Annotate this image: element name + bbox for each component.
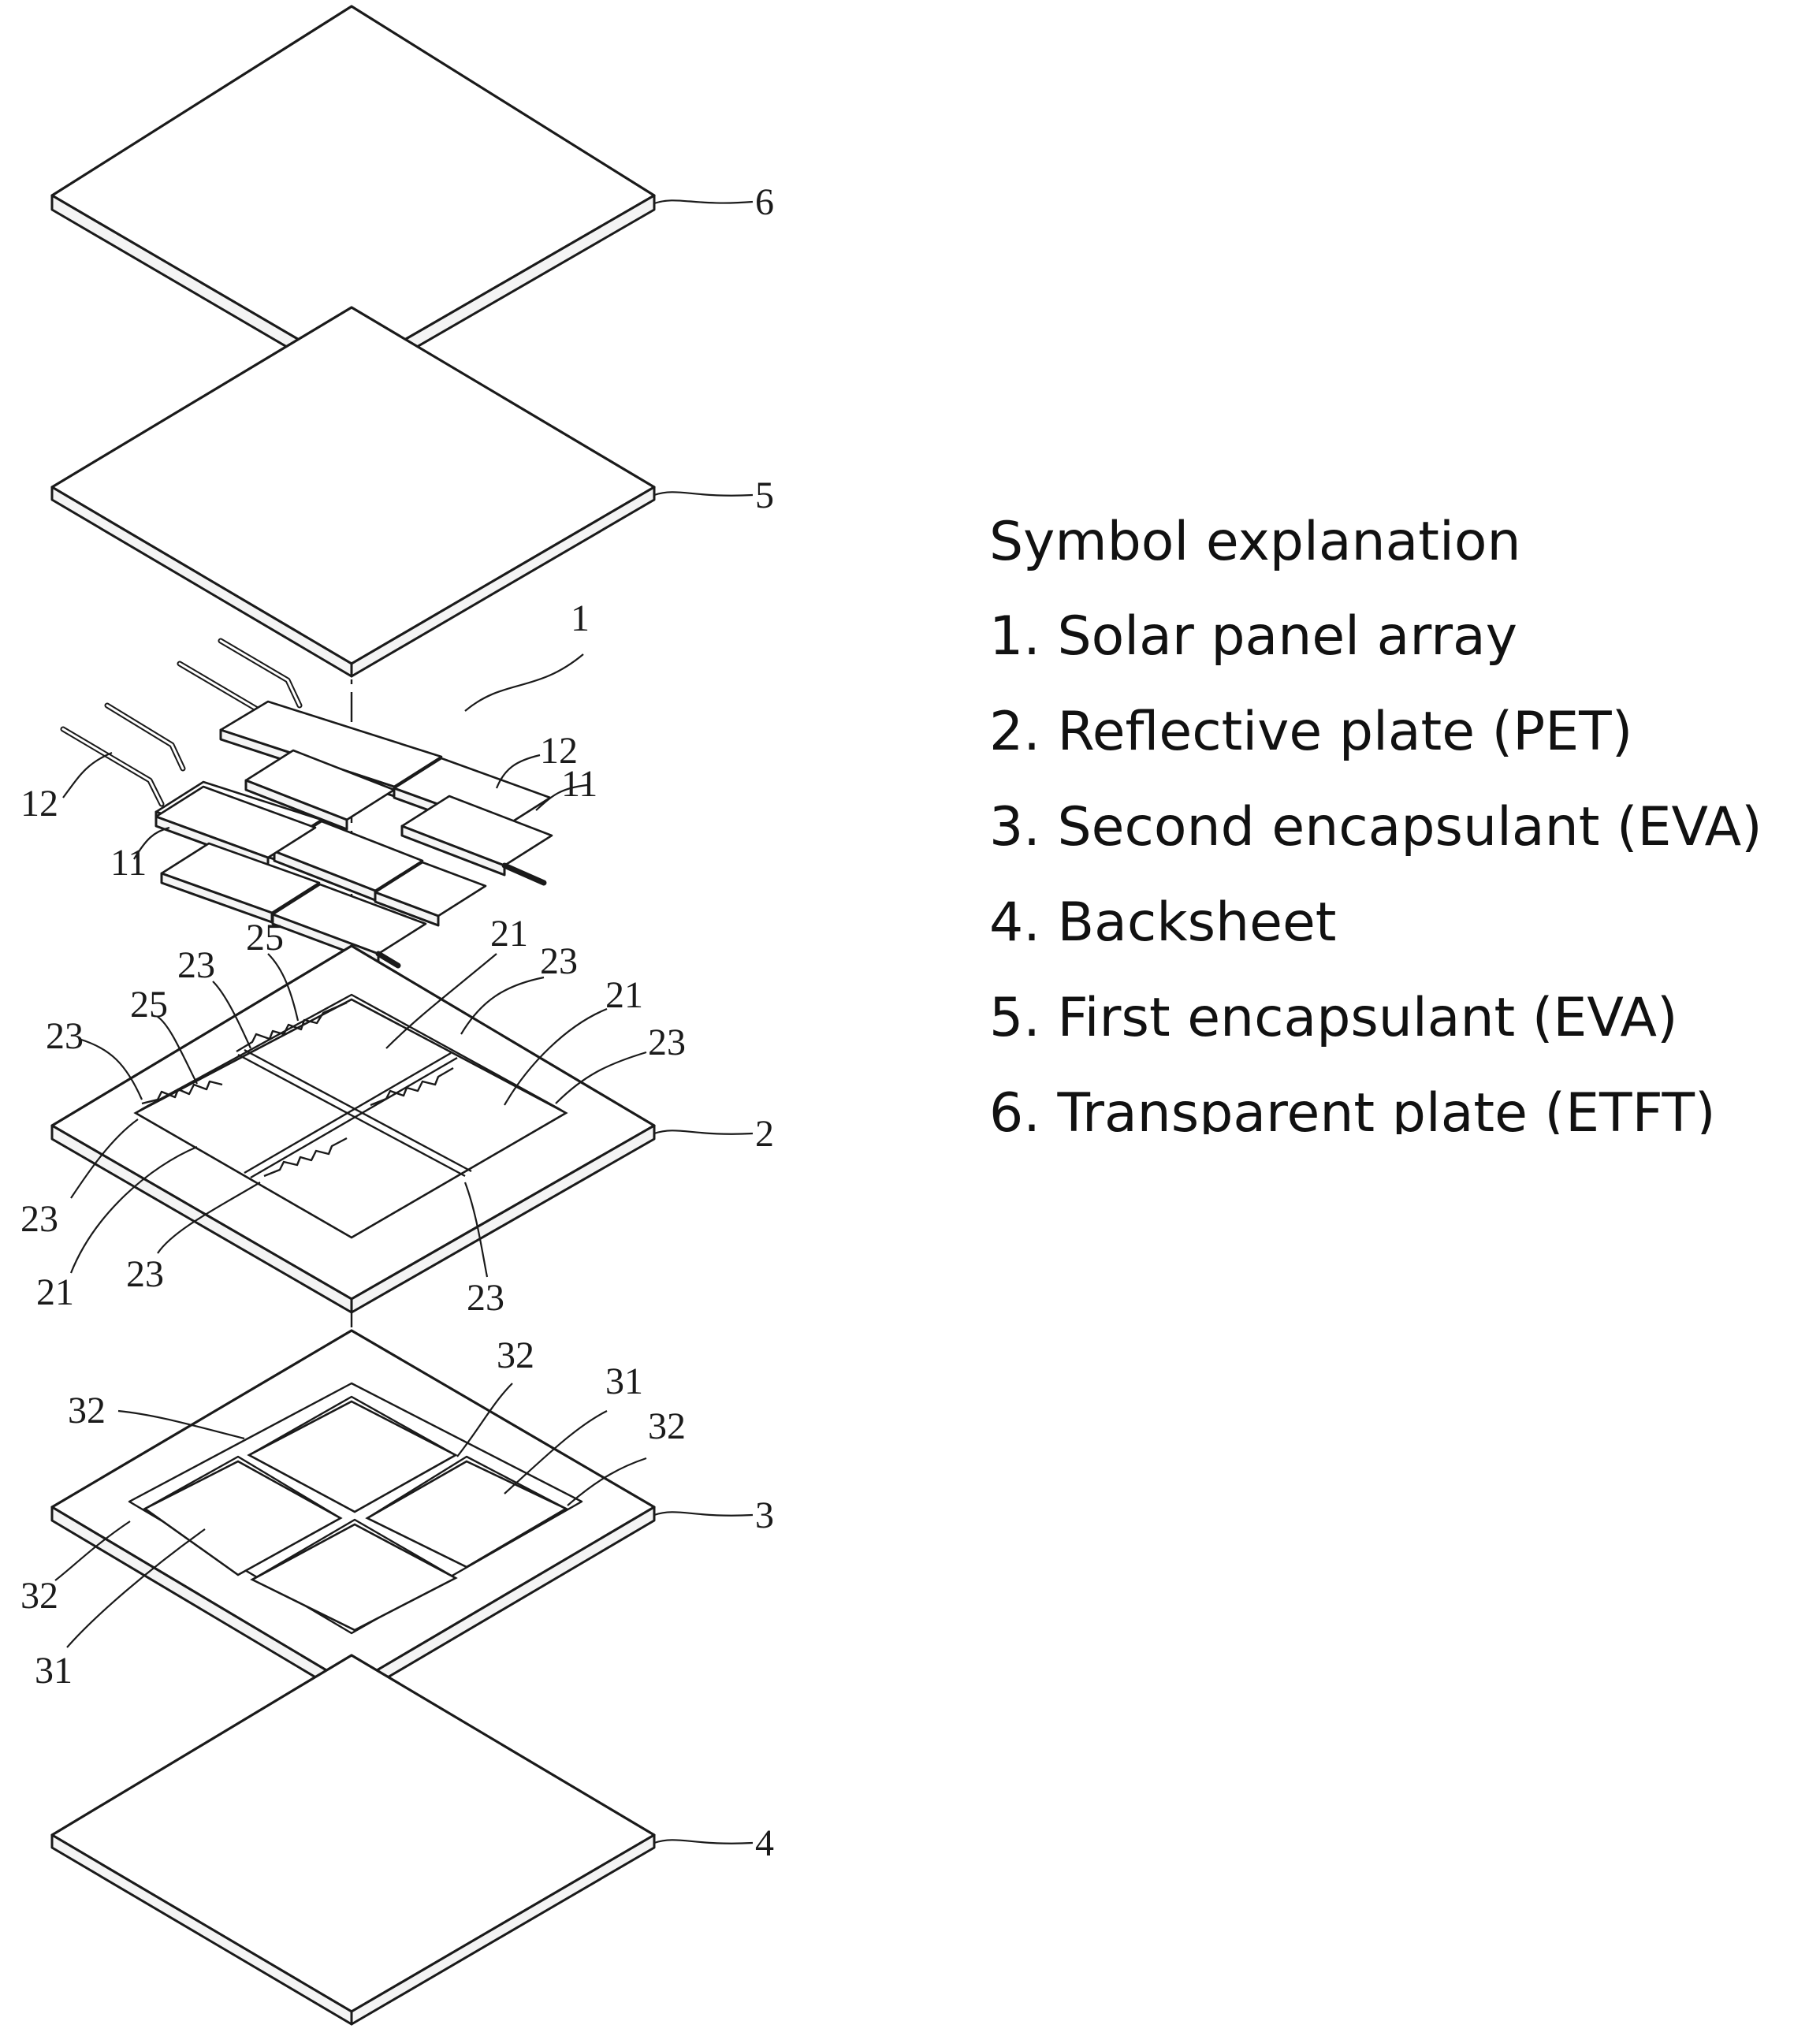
solar-cell — [374, 861, 487, 927]
second-encapsulant-layer: 3 32 31 32 32 32 31 — [20, 1329, 774, 1700]
callout-23-left: 23 — [46, 1015, 84, 1057]
callout-11-left: 11 — [110, 842, 147, 884]
legend-item-backsheet: 4. Backsheet — [989, 891, 1337, 954]
callout-23-top-right: 23 — [540, 940, 578, 982]
first-encapsulant-layer: 5 — [50, 306, 774, 678]
legend-item-transparent-plate: 6. Transparent plate (ETFT) — [989, 1082, 1716, 1134]
callout-6: 6 — [755, 181, 774, 223]
callout-32-top: 32 — [497, 1334, 534, 1376]
callout-32-lower-left: 32 — [20, 1575, 58, 1617]
legend-item-reflective-plate: 2. Reflective plate (PET) — [989, 701, 1633, 763]
callout-23-right: 23 — [648, 1022, 686, 1063]
encapsulant-window — [250, 1523, 458, 1632]
callout-4: 4 — [755, 1822, 774, 1864]
callout-11-right: 11 — [561, 763, 597, 805]
solar-cell — [400, 795, 553, 877]
solar-cell — [244, 749, 396, 831]
callout-32-left: 32 — [68, 1390, 106, 1431]
callout-23-bottom: 23 — [467, 1277, 504, 1319]
callout-23-lower-left: 23 — [20, 1198, 58, 1240]
backsheet-layer: 4 — [50, 1654, 774, 2026]
callout-2: 2 — [755, 1113, 774, 1155]
callout-21-right: 21 — [605, 974, 643, 1016]
callout-21-left: 21 — [36, 1271, 74, 1313]
encapsulant-window — [247, 1400, 458, 1513]
callout-12-left: 12 — [20, 783, 58, 824]
legend-item-first-encapsulant: 5. First encapsulant (EVA) — [989, 987, 1678, 1049]
callout-25-left: 25 — [130, 984, 168, 1025]
transparent-plate-layer: 6 — [50, 5, 774, 386]
callout-32-right: 32 — [648, 1405, 686, 1447]
symbol-legend: Symbol explanation 1. Solar panel array … — [989, 504, 1762, 1134]
callout-12-right: 12 — [540, 730, 578, 772]
callout-5: 5 — [755, 475, 774, 516]
legend-item-solar-panel-array: 1. Solar panel array — [989, 605, 1517, 668]
encapsulant-window — [143, 1460, 343, 1576]
legend-title: Symbol explanation — [989, 511, 1521, 573]
legend-item-second-encapsulant: 3. Second encapsulant (EVA) — [989, 796, 1762, 858]
solar-panel-array-layer: 1 12 11 12 11 — [20, 597, 597, 969]
reflective-plate-layer: 2 21 23 21 23 25 23 25 23 23 21 23 23 — [20, 913, 774, 1319]
callout-23-top: 23 — [177, 944, 215, 986]
callout-31-left: 31 — [35, 1650, 73, 1692]
callout-1: 1 — [571, 597, 590, 639]
callout-23-bottom-left: 23 — [126, 1253, 164, 1295]
callout-25-top: 25 — [246, 917, 284, 958]
callout-3: 3 — [755, 1494, 774, 1536]
callout-21-top: 21 — [490, 913, 528, 955]
encapsulant-window — [365, 1460, 568, 1569]
callout-31-right: 31 — [605, 1360, 643, 1402]
